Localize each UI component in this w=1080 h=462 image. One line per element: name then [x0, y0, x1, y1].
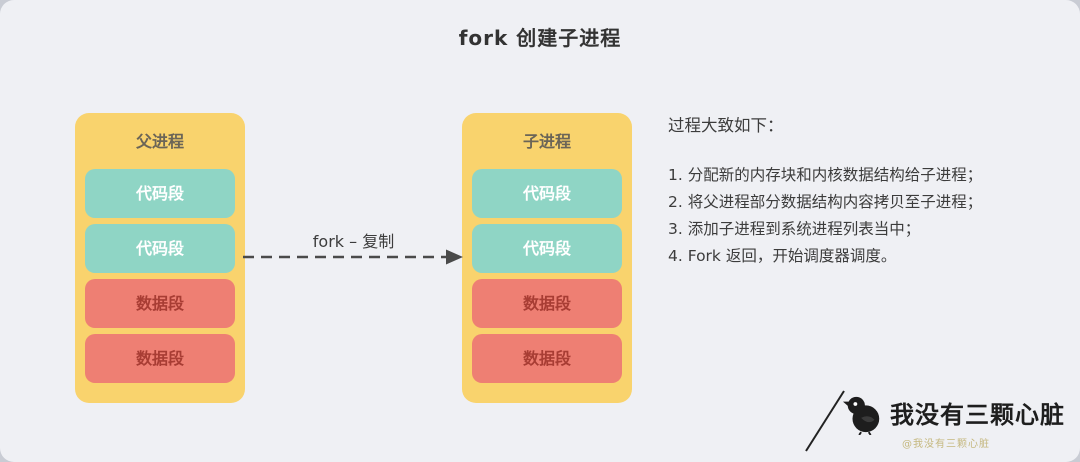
- fork-arrow-label: fork – 复制: [312, 232, 395, 251]
- child-data-segment-2: 数据段: [472, 334, 622, 383]
- page-title: fork 创建子进程: [458, 26, 622, 50]
- description-step-4: 4. Fork 返回，开始调度器调度。: [668, 247, 897, 265]
- child-code-segment-1: 代码段: [472, 169, 622, 218]
- watermark-name: 我没有三颗心脏: [890, 401, 1065, 429]
- child-code-segment-2: 代码段: [472, 224, 622, 273]
- watermark: 我没有三颗心脏 @我没有三颗心脏: [798, 383, 1068, 455]
- child-process-box: 子进程 代码段 代码段 数据段 数据段: [462, 113, 632, 403]
- description-step-2: 2. 将父进程部分数据结构内容拷贝至子进程；: [668, 193, 983, 211]
- description-step-3: 3. 添加子进程到系统进程列表当中；: [668, 220, 921, 238]
- description-step-1: 1. 分配新的内存块和内核数据结构给子进程；: [668, 166, 983, 184]
- parent-code-segment-1: 代码段: [85, 169, 235, 218]
- parent-code-segment-2: 代码段: [85, 224, 235, 273]
- slash-mark-icon: [805, 390, 845, 452]
- parent-data-segment-2: 数据段: [85, 334, 235, 383]
- child-data-segment-1: 数据段: [472, 279, 622, 328]
- parent-data-segment-1: 数据段: [85, 279, 235, 328]
- fork-dashed-arrow-icon: [243, 249, 463, 265]
- process-description: 过程大致如下： 1. 分配新的内存块和内核数据结构给子进程； 2. 将父进程部分…: [668, 112, 1058, 270]
- watermark-credit: @我没有三颗心脏: [902, 439, 990, 450]
- child-process-label: 子进程: [522, 132, 571, 151]
- parent-process-box: 父进程 代码段 代码段 数据段 数据段: [75, 113, 245, 403]
- bird-logo-icon: [842, 396, 880, 435]
- description-heading: 过程大致如下：: [668, 116, 784, 135]
- parent-process-label: 父进程: [135, 132, 184, 151]
